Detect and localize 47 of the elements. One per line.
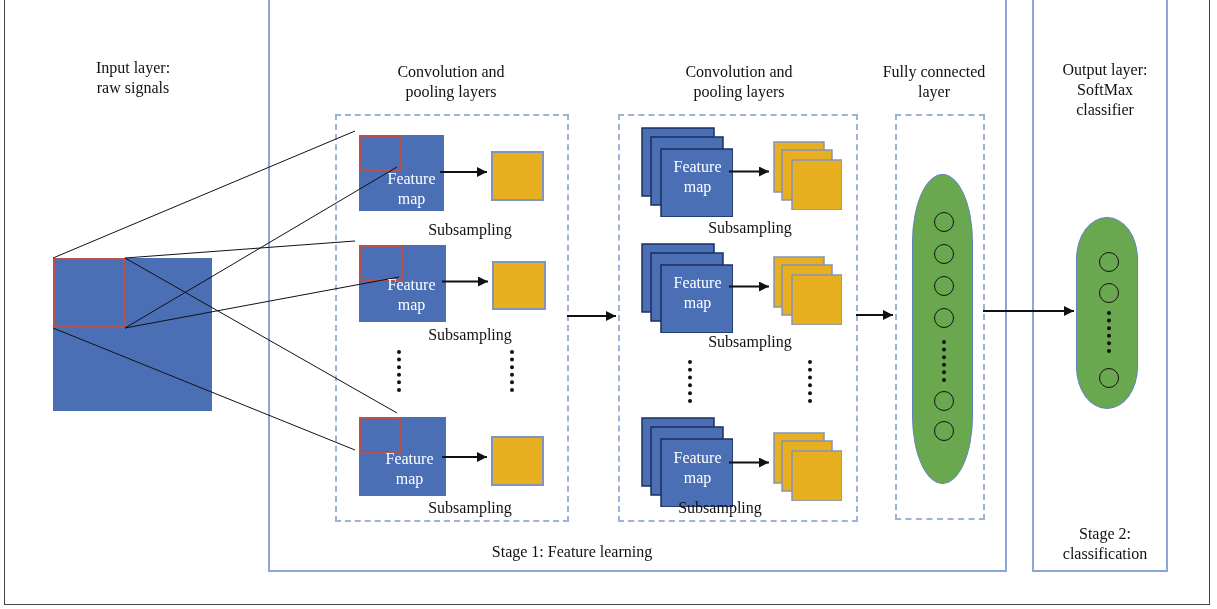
feature-map-label: Feature map [672,448,723,488]
stage-label: Stage 1: Feature learning [490,542,654,562]
layer-heading: Fully connected layer [881,62,987,102]
arrow [566,311,617,321]
step-label: Subsampling [707,218,793,238]
arrow [441,452,488,462]
stage-panel [1032,0,1168,572]
arrow [982,306,1075,316]
feature-map-square [359,135,444,211]
arrow [441,276,489,287]
pooled-map-stack [773,141,842,210]
feature-map-label: Feature map [384,449,435,489]
feature-map-square [359,245,446,322]
feature-map-label: Feature map [386,275,437,315]
projection-line [124,257,398,414]
stage-label: Stage 2: classification [1061,524,1149,564]
feature-map-stack [641,127,733,217]
receptive-field-square [359,245,403,281]
arrow [728,457,770,468]
projection-line [124,276,400,329]
feature-map-stack [641,243,733,333]
projection-line [124,166,398,329]
input-signal-square [53,258,212,411]
layer-heading: Convolution and pooling layers [396,62,506,102]
projection-line [124,240,356,259]
stage-label: Output layer: SoftMax classifier [1061,60,1149,120]
receptive-field-square [359,135,401,171]
step-label: Subsampling [427,220,513,240]
stage-panel [268,0,1007,572]
feature-map-label: Feature map [672,273,723,313]
pooled-map-stack [773,432,842,501]
projection-line [52,327,356,451]
step-label: Subsampling [427,325,513,345]
feature-map-label: Feature map [386,169,437,209]
receptive-field-square [53,258,125,328]
layer-heading: Input layer: raw signals [94,58,172,98]
receptive-field-square [359,417,401,454]
step-label: Subsampling [707,332,793,352]
step-label: Subsampling [427,498,513,518]
pooled-map-stack [773,256,842,325]
layer-heading: Convolution and pooling layers [684,62,794,102]
arrow [439,167,488,177]
arrow [728,281,770,292]
arrow [728,166,770,177]
arrow [855,310,894,320]
feature-map-square [359,417,446,496]
feature-map-label: Feature map [672,157,723,197]
